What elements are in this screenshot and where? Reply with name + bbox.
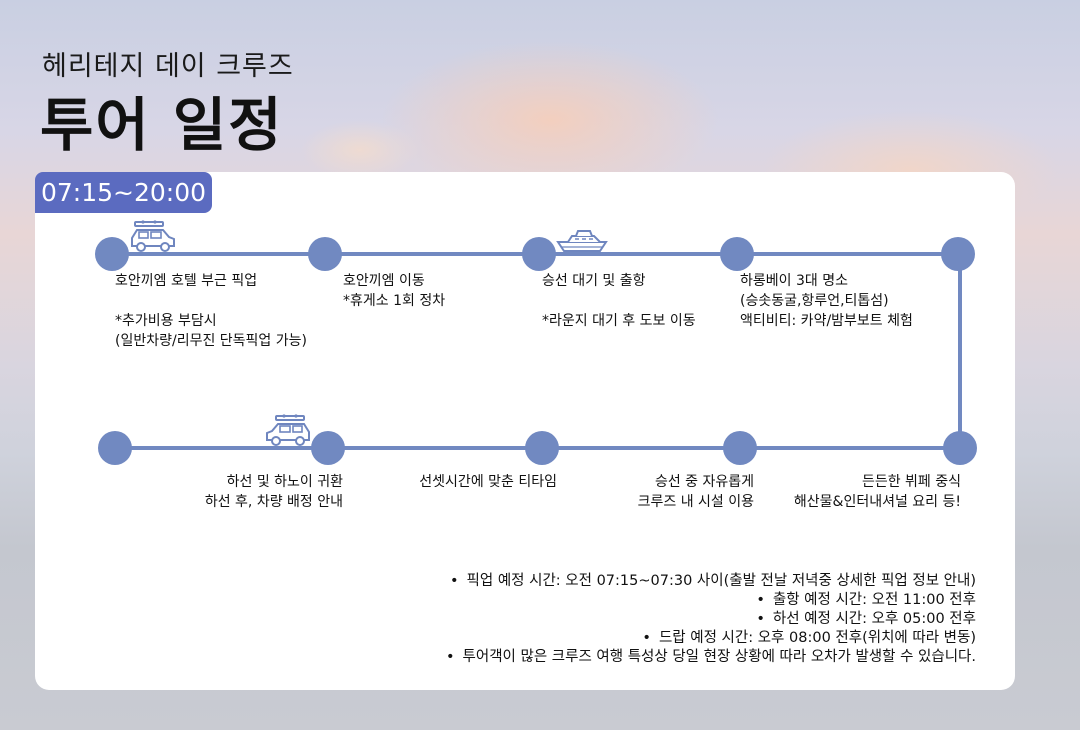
- timeline-dot: [525, 431, 559, 465]
- timeline-line-right: [958, 254, 962, 448]
- timeline-dot: [943, 431, 977, 465]
- notes-list: 픽업 예정 시간: 오전 07:15~07:30 사이(출발 전날 저녁중 상세…: [446, 572, 976, 667]
- stop-transfer: 호안끼엠 이동 *휴게소 1회 정차: [343, 273, 446, 309]
- timeline-dot: [98, 431, 132, 465]
- timeline-dot: [95, 237, 129, 271]
- stop-halong-bay: 하롱베이 3대 명소 (승솟동굴,항루언,티톱섬) 액티비티: 카약/밤부보트 …: [740, 273, 913, 329]
- page-subtitle: 헤리테지 데이 크루즈: [42, 51, 294, 82]
- page-title: 투어 일정: [40, 91, 284, 159]
- timeline-dot: [311, 431, 345, 465]
- note-item: 투어객이 많은 크루즈 여행 특성상 당일 현장 상황에 따라 오차가 발생할 …: [446, 648, 976, 667]
- stop-return: 하선 및 하노이 귀환 하선 후, 차량 배정 안내: [204, 474, 343, 510]
- note-item: 출항 예정 시간: 오전 11:00 전후: [446, 591, 976, 610]
- stop-tea-time: 선셋시간에 맞춘 티타임: [419, 474, 557, 490]
- time-badge: 07:15~20:00: [35, 172, 212, 213]
- background-cloud: [300, 120, 420, 180]
- timeline-dot: [720, 237, 754, 271]
- timeline-dot: [723, 431, 757, 465]
- ship-icon: [556, 230, 608, 252]
- stop-boarding: 승선 대기 및 출항 *라운지 대기 후 도보 이동: [542, 273, 696, 329]
- car-icon: [131, 220, 175, 252]
- note-item: 드랍 예정 시간: 오후 08:00 전후(위치에 따라 변동): [446, 629, 976, 648]
- timeline-dot: [522, 237, 556, 271]
- timeline-dot: [941, 237, 975, 271]
- stop-free-time: 승선 중 자유롭게 크루즈 내 시설 이용: [637, 474, 754, 510]
- stop-lunch: 든든한 뷔페 중식 해산물&인터내셔널 요리 등!: [793, 474, 961, 510]
- timeline-dot: [308, 237, 342, 271]
- car-icon: [266, 414, 310, 446]
- stop-pickup: 호안끼엠 호텔 부근 픽업 *추가비용 부담시 (일반차량/리무진 단독픽업 가…: [115, 273, 307, 349]
- note-item: 하선 예정 시간: 오후 05:00 전후: [446, 610, 976, 629]
- note-item: 픽업 예정 시간: 오전 07:15~07:30 사이(출발 전날 저녁중 상세…: [446, 572, 976, 591]
